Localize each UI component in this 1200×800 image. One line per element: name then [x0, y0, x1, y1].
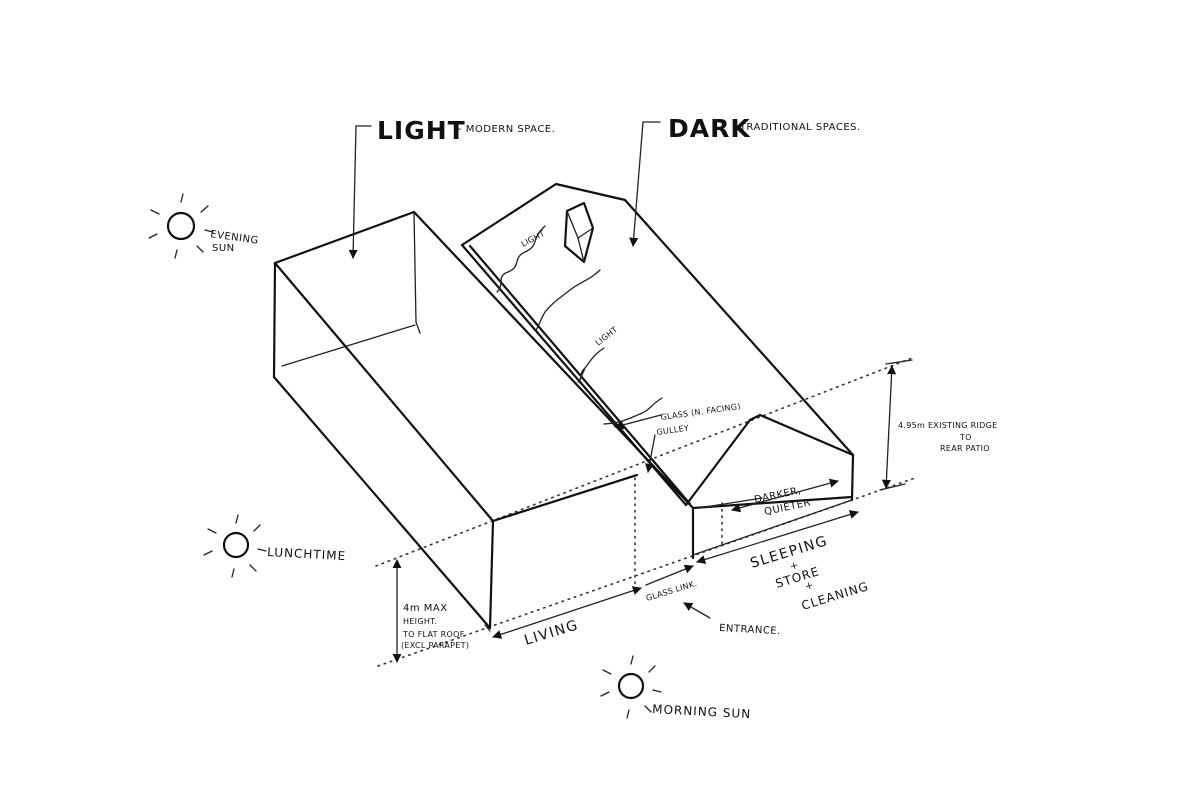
- arrow-down-icon: [629, 121, 661, 247]
- dark-heading: DARK: [668, 114, 751, 143]
- glass-label: GLASS (N. FACING): [660, 402, 741, 422]
- evening-sun-label: SUN: [212, 243, 235, 254]
- ridge-height-label: 4.95m EXISTING RIDGE: [898, 421, 997, 430]
- arrow-down-icon: [348, 125, 372, 259]
- gulley-label: GULLEY: [656, 424, 690, 437]
- ridge-height-label: REAR PATIO: [940, 444, 990, 453]
- light-subtitle: - MODERN SPACE.: [458, 124, 555, 135]
- ridge-dimension: [879, 359, 913, 491]
- light-heading: LIGHT: [377, 116, 466, 145]
- ridge-height-label: TO: [959, 433, 972, 442]
- plus-label: +: [804, 580, 816, 593]
- light-squiggles: [496, 225, 663, 425]
- sun-icon: [600, 655, 662, 719]
- sun-disc: [222, 531, 250, 559]
- entrance-label: ENTRANCE.: [719, 623, 781, 637]
- max-height-label: TO FLAT ROOF: [402, 630, 465, 639]
- ground-lines: [375, 357, 916, 667]
- max-height-label: HEIGHT.: [403, 617, 437, 626]
- sun-icon: [148, 193, 214, 259]
- dark-subtitle: - TRADITIONAL SPACES.: [732, 122, 861, 133]
- light-label: LIGHT: [594, 325, 620, 348]
- lunchtime-label: LUNCHTIME: [267, 545, 347, 563]
- max-height-label: (EXCL PARAPET): [401, 641, 469, 650]
- sun-disc: [166, 211, 196, 241]
- sun-icon: [203, 514, 267, 578]
- frontage-dimension: [492, 478, 859, 639]
- max-height-label: 4m MAX: [403, 603, 448, 614]
- morning-sun-label: MORNING SUN: [652, 702, 752, 721]
- plus-label: +: [789, 560, 801, 573]
- glass-leader: [614, 414, 662, 473]
- arrow-icon: [683, 602, 711, 619]
- living-label: LIVING: [522, 617, 580, 649]
- modern-block: [272, 210, 695, 632]
- sun-disc: [617, 672, 645, 700]
